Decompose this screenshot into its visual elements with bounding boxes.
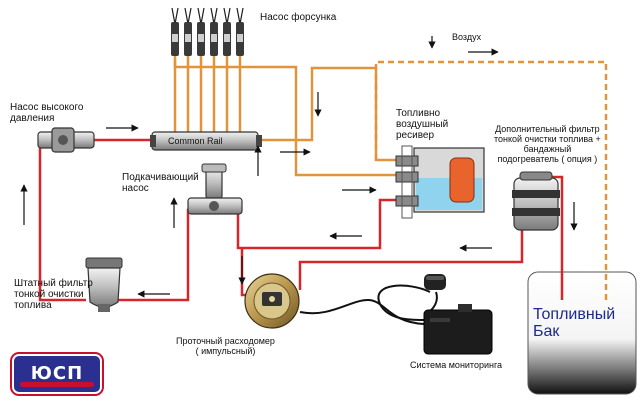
extra-filter-label: Дополнительный фильтр тонкой очистки топ… — [494, 124, 601, 164]
boost-pump-label: Подкачивающий насос — [122, 172, 199, 194]
air-label: Воздух — [452, 32, 482, 42]
logo-text: ЮСП — [30, 363, 84, 384]
company-logo: ЮСП — [12, 354, 102, 394]
heated-filter-icon — [512, 171, 560, 231]
injector-icon — [171, 7, 244, 56]
flowmeter-label: Проточный расходомер ( импульсный) — [176, 336, 275, 356]
air-line — [374, 60, 608, 300]
flow-arrow-icon — [20, 36, 578, 298]
high-pressure-pump-icon — [37, 127, 95, 153]
pump-icon — [187, 163, 243, 215]
gps-antenna-icon — [424, 274, 446, 290]
standard-filter-label: Штатный фильтр тонкой очистки топлива — [14, 278, 93, 311]
return-lines — [173, 56, 398, 177]
filter-icon — [85, 257, 123, 312]
receiver-label: Топливно воздушный ресивер — [396, 108, 449, 141]
flowmeter-icon — [244, 273, 300, 329]
common-rail-icon — [150, 131, 262, 151]
monitoring-unit-icon — [299, 284, 493, 355]
injector-pump-label: Насос форсунка — [260, 12, 337, 23]
monitoring-label: Система мониторинга — [410, 360, 503, 370]
logo-swoosh — [20, 382, 94, 387]
tank-label: Топливный Бак — [533, 306, 616, 340]
common-rail-label: Common Rail — [168, 136, 223, 146]
receiver-icon — [395, 145, 485, 219]
fuel-tank — [527, 271, 637, 395]
high-pressure-pump-label: Насос высокого давления — [10, 102, 84, 124]
